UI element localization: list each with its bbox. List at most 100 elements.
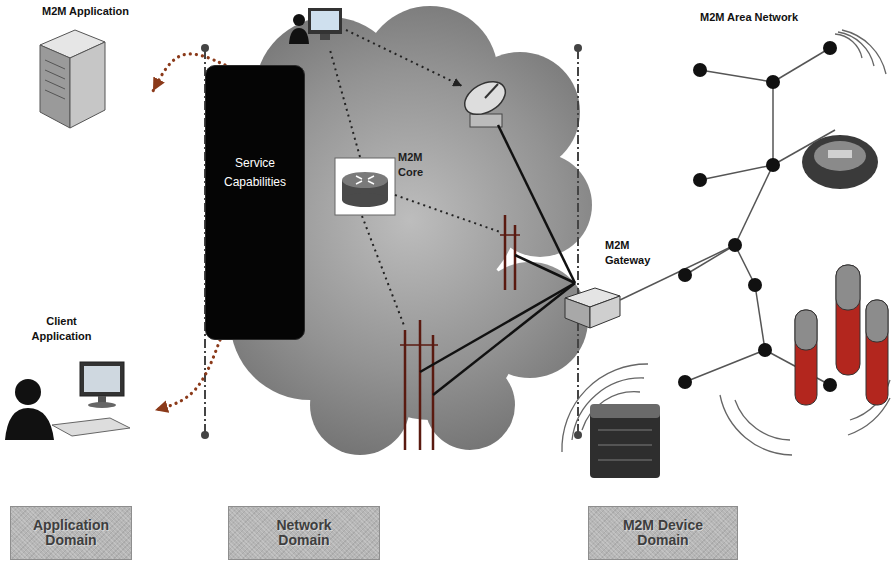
device-box (598, 459, 652, 461)
gas-cylinder (836, 265, 860, 310)
router-icon (356, 176, 362, 179)
backhaul-line (498, 125, 575, 283)
mesh-network (766, 158, 780, 172)
mesh-network (755, 285, 765, 350)
mesh-network (728, 238, 742, 252)
core-label: M2M Core (398, 150, 438, 180)
client-icon (52, 418, 130, 436)
signal-link (346, 30, 462, 86)
router-icon (342, 193, 388, 207)
client-icon (88, 402, 116, 408)
operator-icon (293, 14, 305, 26)
mesh-network (735, 165, 773, 245)
radio-tower (400, 215, 520, 450)
gas-cylinder (795, 265, 888, 405)
device-box (598, 444, 652, 446)
backhaul-line (433, 283, 575, 395)
router-icon (335, 158, 395, 215)
client-icon (80, 362, 124, 396)
radio-tower (419, 320, 422, 450)
wireless-wave (735, 400, 790, 440)
node-text: M2M Device Domain (613, 518, 713, 549)
mesh-network (823, 41, 837, 55)
router-icon (368, 176, 374, 179)
server-icon (40, 45, 70, 128)
node-text: Application Domain (21, 518, 121, 549)
signal-link (330, 30, 500, 328)
server-icon (45, 90, 65, 99)
operator-icon (289, 28, 309, 44)
domain-divider (201, 431, 209, 439)
mesh-network (678, 41, 837, 392)
domain-band: M2M Device Domain (588, 506, 738, 560)
domain-divider (574, 431, 582, 439)
application-server: M2M Application (30, 4, 153, 132)
router-icon (368, 181, 374, 184)
operator-icon (308, 8, 342, 34)
server-icon (70, 42, 105, 128)
mesh-network (700, 165, 773, 180)
mesh-network (620, 48, 835, 385)
mesh-network (773, 48, 830, 82)
client-icon (5, 362, 130, 440)
operator-icon (289, 8, 342, 44)
router-icon (356, 176, 374, 184)
domain-band: Application Domain (10, 506, 132, 560)
wireless-wave (835, 34, 862, 58)
domain-band: Network Domain (228, 506, 380, 560)
device-box (590, 404, 660, 478)
domain-divider (574, 44, 582, 52)
router-icon (342, 172, 388, 188)
mesh-network (693, 173, 707, 187)
dotted-arrow (155, 340, 220, 410)
mesh-network (693, 63, 707, 77)
device-box (590, 410, 660, 478)
node-text: Client Application (19, 314, 104, 344)
gas-cylinder (795, 310, 817, 405)
satellite-dish (459, 75, 511, 121)
node-text: Network Domain (264, 518, 344, 549)
gas-cylinder (866, 300, 888, 342)
signal-link (330, 50, 360, 157)
radio-tower (504, 215, 507, 290)
network-cloud (488, 153, 592, 257)
m2m-gateway: M2M Gateway (565, 238, 675, 330)
network-cloud (310, 355, 410, 455)
node-text: Service Capabilities (215, 154, 295, 192)
satellite-dish (485, 84, 498, 98)
wireless-wave (842, 30, 886, 74)
mesh-network (620, 41, 837, 392)
satellite-dish (470, 114, 502, 127)
domain-divider (577, 50, 579, 433)
network-cloud (425, 360, 515, 450)
service-capabilities-box: Service Capabilities (205, 65, 305, 340)
client-icon (84, 366, 120, 392)
mesh-network (758, 343, 772, 357)
mesh-network (766, 75, 780, 89)
mesh-network (685, 350, 765, 382)
router-icon (356, 181, 362, 184)
gas-cylinder (795, 310, 817, 350)
radio-tower (500, 234, 520, 236)
signal-link (395, 195, 500, 232)
gas-cylinder (866, 300, 888, 405)
meter-icon (802, 135, 878, 189)
wireless-wave (838, 32, 874, 66)
server-icon (45, 60, 65, 69)
gateway-icon (590, 296, 620, 328)
domain-divider (201, 44, 209, 52)
backhaul-line (515, 255, 575, 283)
device-box (598, 429, 652, 431)
domain-divider (201, 44, 582, 439)
node-text: M2M Gateway (605, 238, 663, 268)
client-icon (15, 379, 41, 405)
wireless-wave (720, 395, 792, 455)
radio-tower (432, 335, 435, 450)
server-icon (40, 30, 105, 128)
server-icon (45, 80, 65, 89)
gateway-icon (565, 298, 590, 328)
